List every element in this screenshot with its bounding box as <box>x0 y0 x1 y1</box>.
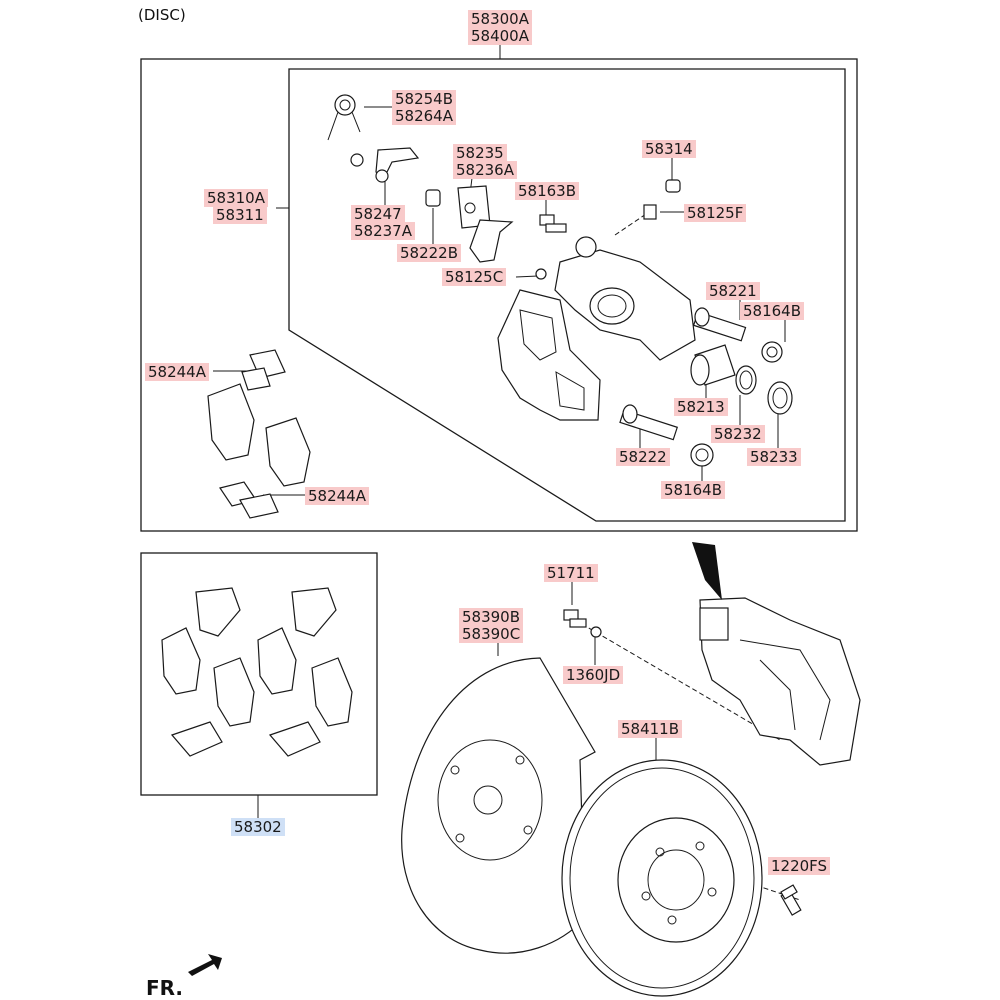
front-arrow-icon <box>188 954 222 976</box>
label-dust-cover-b[interactable]: 58390C <box>459 625 524 643</box>
label-bolt-guide[interactable]: 58163B <box>515 182 580 200</box>
label-bleeder-cap[interactable]: 58125C <box>442 268 507 286</box>
label-washer[interactable]: 1360JD <box>563 666 624 684</box>
piston-boot-icon <box>767 381 793 415</box>
label-piston-seal[interactable]: 58232 <box>711 425 765 443</box>
label-spring-a[interactable]: 58254B <box>392 90 457 108</box>
caliper-subassembly-frame <box>288 68 846 522</box>
label-bolt[interactable]: 51711 <box>544 564 598 582</box>
guide-pin-lower-icon <box>619 404 679 441</box>
label-boot-upper[interactable]: 58164B <box>740 302 805 320</box>
boot-upper-icon <box>761 341 783 363</box>
guide-bolt-icon <box>539 214 567 233</box>
caliper-assembly-frame <box>140 58 858 532</box>
label-shim-lower[interactable]: 58244A <box>305 487 369 505</box>
arrow-icon <box>692 542 722 600</box>
guide-pin-upper-icon <box>692 307 747 342</box>
sensor-bracket-icon <box>457 185 514 263</box>
nut-icon <box>425 189 441 207</box>
shim-upper-icon <box>241 349 286 391</box>
screw-icon <box>780 884 802 916</box>
label-piston-boot[interactable]: 58233 <box>747 448 801 466</box>
piston-icon <box>690 344 736 386</box>
label-boot-lower[interactable]: 58164B <box>661 481 726 499</box>
carrier-bracket-icon <box>497 289 601 421</box>
label-dust-cover-a[interactable]: 58390B <box>459 608 524 626</box>
piston-seal-icon <box>735 365 757 395</box>
spring-icon <box>327 94 361 141</box>
front-direction-label: FR. <box>146 976 184 1000</box>
washer-icon <box>590 626 602 638</box>
bleeder-screw-icon <box>643 179 681 220</box>
label-sensor-b[interactable]: 58236A <box>453 161 517 179</box>
brake-disc-icon <box>561 759 763 997</box>
assembled-caliper-icon <box>699 597 861 766</box>
label-clip-a[interactable]: 58247 <box>351 205 405 223</box>
label-bracket-b[interactable]: 58311 <box>213 206 267 224</box>
label-guide-pin-lower[interactable]: 58222 <box>616 448 670 466</box>
label-bracket-a[interactable]: 58310A <box>204 189 268 207</box>
boot-lower-icon <box>690 443 714 467</box>
label-shim-upper[interactable]: 58244A <box>145 363 209 381</box>
label-caliper-assy-b[interactable]: 58400A <box>468 27 532 45</box>
label-spring-b[interactable]: 58264A <box>392 107 456 125</box>
clip-icon <box>350 147 420 183</box>
label-pad-kit[interactable]: 58302 <box>231 818 285 836</box>
shim-lower-icon <box>219 481 279 519</box>
caliper-body-icon <box>554 236 696 361</box>
label-clip-b[interactable]: 58237A <box>351 222 415 240</box>
pad-kit-icon <box>161 587 353 757</box>
label-cap[interactable]: 58314 <box>642 140 696 158</box>
disc-caption: (DISC) <box>138 6 186 24</box>
brake-pad-icon <box>207 383 311 487</box>
label-bleeder-screw[interactable]: 58125F <box>684 204 747 222</box>
label-nut[interactable]: 58222B <box>397 244 462 262</box>
bleeder-cap-icon <box>535 268 547 280</box>
dust-cover-icon <box>401 657 596 954</box>
label-disc[interactable]: 58411B <box>618 720 683 738</box>
label-piston[interactable]: 58213 <box>674 398 728 416</box>
label-guide-pin-upper[interactable]: 58221 <box>706 282 760 300</box>
label-caliper-assy-a[interactable]: 58300A <box>468 10 532 28</box>
label-screw[interactable]: 1220FS <box>768 857 831 875</box>
label-sensor-a[interactable]: 58235 <box>453 144 507 162</box>
pad-kit-frame <box>140 552 378 796</box>
bolt-icon <box>563 609 587 628</box>
